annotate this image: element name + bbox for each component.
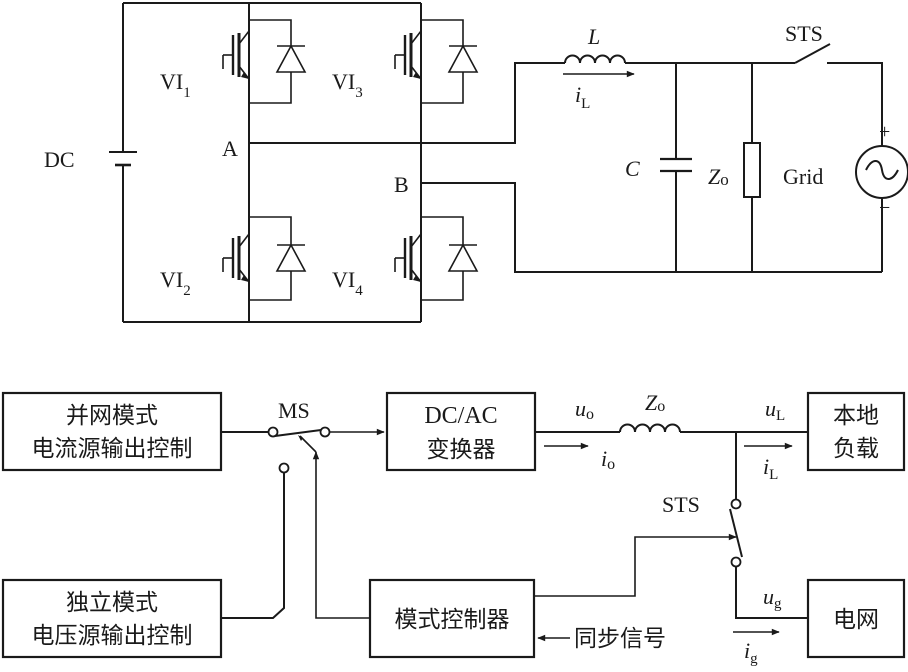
wire-to-grid bbox=[827, 62, 883, 147]
ms-contact-bottom bbox=[278, 462, 290, 474]
switch-vi4 bbox=[393, 216, 479, 301]
wire-sts-grid bbox=[735, 567, 808, 619]
sts-contact-bottom bbox=[730, 556, 742, 568]
ig-label: ig bbox=[744, 638, 758, 667]
capacitor-label: C bbox=[625, 156, 640, 181]
ms-blade bbox=[274, 429, 322, 437]
inv-line2: 变换器 bbox=[427, 437, 496, 463]
vi1-label: VI1 bbox=[160, 69, 191, 101]
mode-controller-box bbox=[368, 578, 536, 659]
mode-controller-label: 模式控制器 bbox=[395, 607, 510, 633]
ms-contact-right bbox=[319, 426, 331, 438]
vi4-label: VI4 bbox=[332, 267, 363, 299]
dc-source bbox=[109, 3, 137, 322]
arrow-ctrl-sts bbox=[534, 533, 737, 597]
switch-vi1 bbox=[221, 19, 307, 104]
ms-label: MS bbox=[278, 398, 310, 423]
inductor-l bbox=[564, 54, 626, 64]
il-label-bottom: iL bbox=[763, 454, 778, 483]
dc-label: DC bbox=[44, 147, 75, 172]
grid-minus: − bbox=[879, 197, 890, 219]
sine-icon bbox=[865, 160, 899, 180]
load-line2: 负载 bbox=[833, 436, 879, 462]
node-b-label: B bbox=[394, 172, 409, 197]
sa-line2: 电压源输出控制 bbox=[32, 623, 193, 649]
uo-label: uo bbox=[575, 396, 594, 423]
vi3-label: VI3 bbox=[332, 69, 363, 101]
vi2-label: VI2 bbox=[160, 267, 191, 299]
sa-line1: 独立模式 bbox=[66, 590, 158, 616]
zo-label: Zo bbox=[708, 164, 729, 189]
grid-box bbox=[806, 578, 906, 659]
wire-sa-ms bbox=[221, 473, 285, 619]
gc-line2: 电流源输出控制 bbox=[32, 436, 193, 462]
local-load-box bbox=[806, 391, 906, 472]
capacitor-c bbox=[660, 63, 692, 272]
ug-label: ug bbox=[763, 584, 782, 612]
sts-blade bbox=[729, 508, 743, 558]
sts-switch bbox=[794, 43, 831, 64]
sts-label-top: STS bbox=[785, 21, 823, 46]
switch-vi3 bbox=[393, 19, 479, 104]
arrow-ctrl-ms bbox=[312, 451, 370, 619]
grid-connected-control-box bbox=[1, 391, 223, 472]
wire-a-out bbox=[249, 62, 565, 144]
node-a-label: A bbox=[222, 136, 238, 161]
ms-contact-left bbox=[267, 426, 279, 438]
inductor-label: L bbox=[587, 24, 600, 49]
inv-line1: DC/AC bbox=[424, 403, 497, 429]
power-circuit: DC VI1 bbox=[44, 2, 908, 323]
grid-cn-label: 电网 bbox=[833, 607, 879, 633]
sts-contact-top bbox=[730, 498, 742, 510]
control-block-diagram: 并网模式 电流源输出控制 独立模式 电压源输出控制 MS DC/AC 变换器 u… bbox=[1, 390, 906, 667]
il-label: iL bbox=[575, 82, 590, 112]
ms-actuator bbox=[299, 435, 317, 453]
inductor-zo bbox=[619, 423, 681, 433]
wire-b-out bbox=[421, 182, 882, 273]
io-label: io bbox=[601, 446, 615, 473]
grid-label: Grid bbox=[783, 164, 823, 189]
dcac-converter-box bbox=[385, 391, 537, 472]
sync-label: 同步信号 bbox=[574, 626, 666, 652]
ul-label: uL bbox=[765, 396, 785, 424]
sts-label-bottom: STS bbox=[662, 492, 700, 517]
impedance-zo bbox=[743, 63, 761, 272]
standalone-control-box bbox=[1, 578, 223, 659]
gc-line1: 并网模式 bbox=[66, 403, 158, 429]
grid-plus: + bbox=[879, 121, 890, 143]
zo-label-bottom: Zo bbox=[645, 390, 665, 415]
switch-vi2 bbox=[221, 216, 307, 301]
load-line1: 本地 bbox=[833, 403, 879, 429]
